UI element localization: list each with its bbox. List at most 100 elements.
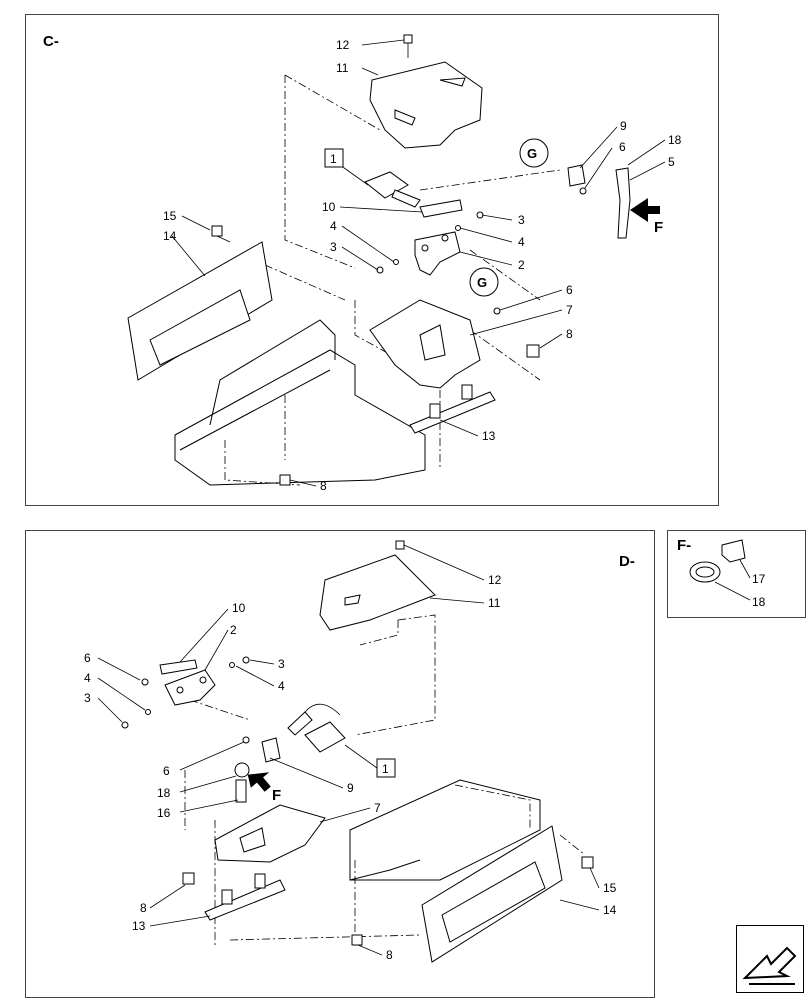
label-14-d: 14	[603, 903, 617, 917]
grommet-18-f-inner	[695, 566, 715, 578]
bolt-12	[403, 34, 413, 58]
clip-9-d	[261, 737, 281, 763]
label-11-d: 11	[488, 596, 501, 610]
label-3a-d: 3	[84, 691, 91, 705]
label-18-d: 18	[157, 786, 171, 800]
label-13-c: 13	[482, 429, 496, 443]
label-6a-d: 6	[84, 651, 91, 665]
label-13-d: 13	[132, 919, 146, 933]
connector-1-d	[287, 703, 346, 753]
rail-13	[409, 384, 496, 434]
view-g-circle-lower	[469, 267, 499, 297]
nut-6-upper	[579, 187, 587, 195]
label-14-c: 14	[163, 229, 177, 243]
bolt-8-bottom-d	[351, 934, 363, 946]
cover-11-d	[319, 554, 436, 631]
label-18-c: 18	[668, 133, 682, 147]
panel-c-drawing: 12 11 1 10 15 14 4 3 3 4 2 6 7 8 13 8 9 …	[127, 34, 682, 493]
cover-11	[369, 61, 483, 149]
cable-5	[615, 167, 631, 239]
label-9-c: 9	[620, 119, 627, 133]
nut-6-upper-d	[141, 678, 149, 686]
next-page-arrow-button[interactable]	[736, 925, 804, 993]
bracket-2-d	[164, 669, 216, 706]
label-6b-d: 6	[163, 764, 170, 778]
label-3a-c: 3	[330, 240, 337, 254]
label-6b-c: 6	[566, 283, 573, 297]
label-9-d: 9	[347, 781, 354, 795]
bolt-15-d	[581, 856, 594, 869]
label-8b-c: 8	[320, 479, 327, 493]
panel-f-drawing: 17 18	[689, 539, 766, 609]
label-3b-c: 3	[518, 213, 525, 227]
bolt-8-right	[526, 344, 540, 358]
bolt-8-left-d	[182, 872, 195, 885]
rail-13-d	[204, 873, 286, 921]
label-12-c: 12	[336, 38, 350, 52]
nut-6-lower-d	[242, 736, 250, 744]
clip-9	[567, 164, 586, 187]
bracket-7	[369, 299, 481, 389]
washer-4-left-d	[145, 709, 151, 715]
connector-1	[364, 171, 421, 208]
washer-4-upper	[455, 225, 461, 231]
label-8a-c: 8	[566, 327, 573, 341]
nut-3-left-d	[121, 721, 129, 729]
panel-d	[25, 530, 655, 998]
bolt-8-bottom	[279, 474, 291, 486]
label-7-d: 7	[374, 801, 381, 815]
nut-6-lower	[493, 307, 501, 315]
label-3b-d: 3	[278, 657, 285, 671]
label-10-d: 10	[232, 601, 246, 615]
label-g1-c: G	[527, 146, 537, 161]
label-15-d: 15	[603, 881, 617, 895]
label-g2-c: G	[477, 275, 487, 290]
panel-f-label: F-	[677, 537, 692, 554]
label-11-c: 11	[336, 61, 349, 75]
label-4a-d: 4	[84, 671, 91, 685]
washer-4-right-d	[229, 662, 235, 668]
label-12-d: 12	[488, 573, 502, 587]
cable-16-d	[234, 762, 250, 803]
view-g-circle-upper	[519, 138, 549, 168]
plate-14	[127, 241, 273, 381]
label-16-d: 16	[157, 806, 171, 820]
label-7-c: 7	[566, 303, 573, 317]
washer-4-lower	[393, 259, 399, 265]
clip-17-f	[721, 539, 746, 563]
label-15-c: 15	[163, 209, 177, 223]
label-8b-d: 8	[386, 948, 393, 962]
panel-f	[667, 530, 806, 618]
label-f-d: F	[272, 787, 281, 804]
label-6a-c: 6	[619, 140, 626, 154]
callout-box-1-d	[376, 758, 396, 778]
label-18-f: 18	[752, 595, 766, 609]
nut-3-right-d	[242, 656, 250, 664]
label-2-d: 2	[230, 623, 237, 637]
panel-c	[25, 14, 719, 506]
label-1-d: 1	[382, 762, 389, 776]
label-17-f: 17	[752, 572, 766, 586]
plate-10-d	[159, 659, 198, 675]
label-4b-c: 4	[518, 235, 525, 249]
nut-3-lower	[376, 266, 384, 274]
view-f-arrow-icon-d	[247, 772, 271, 792]
label-5-c: 5	[668, 155, 675, 169]
label-1-c: 1	[330, 152, 337, 166]
view-f-arrow-icon-c	[630, 198, 660, 222]
label-2-c: 2	[518, 258, 525, 272]
bolt-12-d	[395, 540, 405, 550]
label-10-c: 10	[322, 200, 336, 214]
plate-10	[419, 199, 463, 218]
plate-14-d	[421, 825, 563, 963]
next-page-arrow-icon	[742, 946, 797, 985]
bolt-15	[211, 225, 231, 243]
callout-box-1-c	[324, 148, 344, 168]
bracket-7-d	[214, 804, 326, 863]
label-4a-c: 4	[330, 219, 337, 233]
label-4b-d: 4	[278, 679, 285, 693]
label-f-c: F	[654, 219, 663, 236]
label-8a-d: 8	[140, 901, 147, 915]
bracket-2	[414, 231, 461, 276]
